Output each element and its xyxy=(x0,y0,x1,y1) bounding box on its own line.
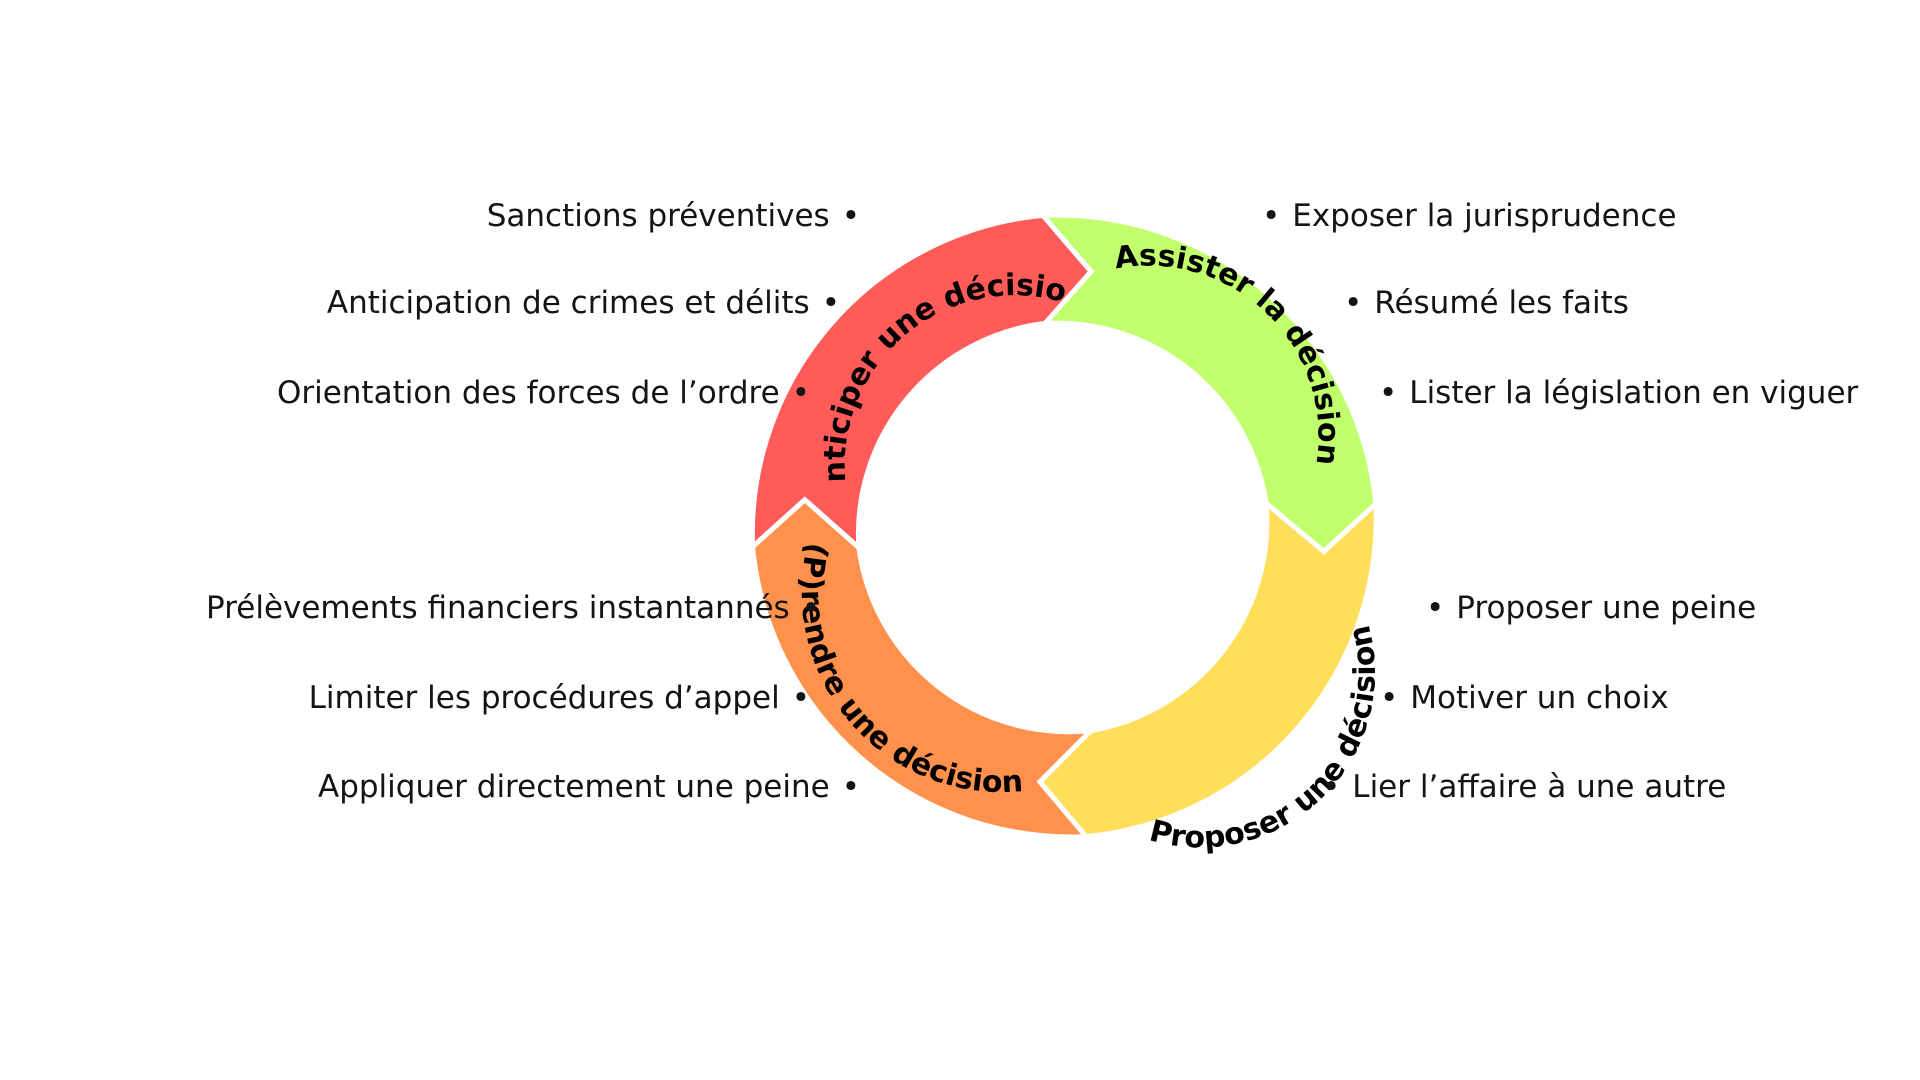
list-item-text: Lister la législation en viguer xyxy=(1409,375,1859,411)
list-item: • Lier l’affaire à une autre xyxy=(1322,767,1726,807)
list-item: • Motiver un choix xyxy=(1380,678,1669,718)
segment-assister xyxy=(1037,212,1379,555)
segment-prendre xyxy=(749,496,1098,840)
bullet-icon: • xyxy=(801,590,820,626)
bullet-icon: • xyxy=(1380,680,1399,716)
list-item: Orientation des forces de l’ordre • xyxy=(277,373,810,413)
list-item-text: Orientation des forces de l’ordre xyxy=(276,375,780,411)
list-item-text: Anticipation de crimes et délits xyxy=(326,285,810,321)
bullet-icon: • xyxy=(841,198,860,234)
bullet-icon: • xyxy=(791,375,810,411)
list-item-text: Sanctions préventives xyxy=(486,198,830,234)
list-item-text: Appliquer directement une peine xyxy=(317,769,830,805)
list-item-text: Motiver un choix xyxy=(1410,680,1669,716)
bullet-icon: • xyxy=(1379,375,1398,411)
bullet-icon: • xyxy=(1322,769,1341,805)
segment-anticiper xyxy=(749,212,1095,554)
list-prendre: Prélèvements financiers instantannés • Li… xyxy=(20,588,880,808)
list-item: • Exposer la jurisprudence xyxy=(1262,196,1677,236)
list-assister: • Exposer la jurisprudence • Résumé les fa… xyxy=(1262,196,1902,411)
list-item: • Lister la législation en viguer xyxy=(1379,373,1858,413)
bullet-icon: • xyxy=(821,285,840,321)
list-item: Sanctions préventives • xyxy=(487,196,860,236)
list-item: Limiter les procédures d’appel • xyxy=(309,678,810,718)
segment-proposer xyxy=(1036,497,1379,840)
list-item: Appliquer directement une peine • xyxy=(318,767,860,807)
list-item-text: Résumé les faits xyxy=(1374,285,1629,321)
list-item-text: Prélèvements financiers instantannés xyxy=(206,590,790,626)
list-item-text: Exposer la jurisprudence xyxy=(1292,198,1677,234)
list-item: Prélèvements financiers instantannés • xyxy=(206,588,820,628)
list-item-text: Limiter les procédures d’appel xyxy=(308,680,780,716)
list-anticiper: Sanctions préventives • Anticipation de c… xyxy=(60,196,860,411)
list-item-text: Proposer une peine xyxy=(1456,590,1757,626)
bullet-icon: • xyxy=(1426,590,1445,626)
list-proposer: • Proposer une peine • Motiver un choix • L… xyxy=(1322,588,1882,808)
list-item-text: Lier l’affaire à une autre xyxy=(1352,769,1727,805)
bullet-icon: • xyxy=(1262,198,1281,234)
list-item: • Proposer une peine xyxy=(1426,588,1756,628)
bullet-icon: • xyxy=(1344,285,1363,321)
bullet-icon: • xyxy=(841,769,860,805)
bullet-icon: • xyxy=(791,680,810,716)
list-item: Anticipation de crimes et délits • xyxy=(327,283,840,323)
list-item: • Résumé les faits xyxy=(1344,283,1629,323)
